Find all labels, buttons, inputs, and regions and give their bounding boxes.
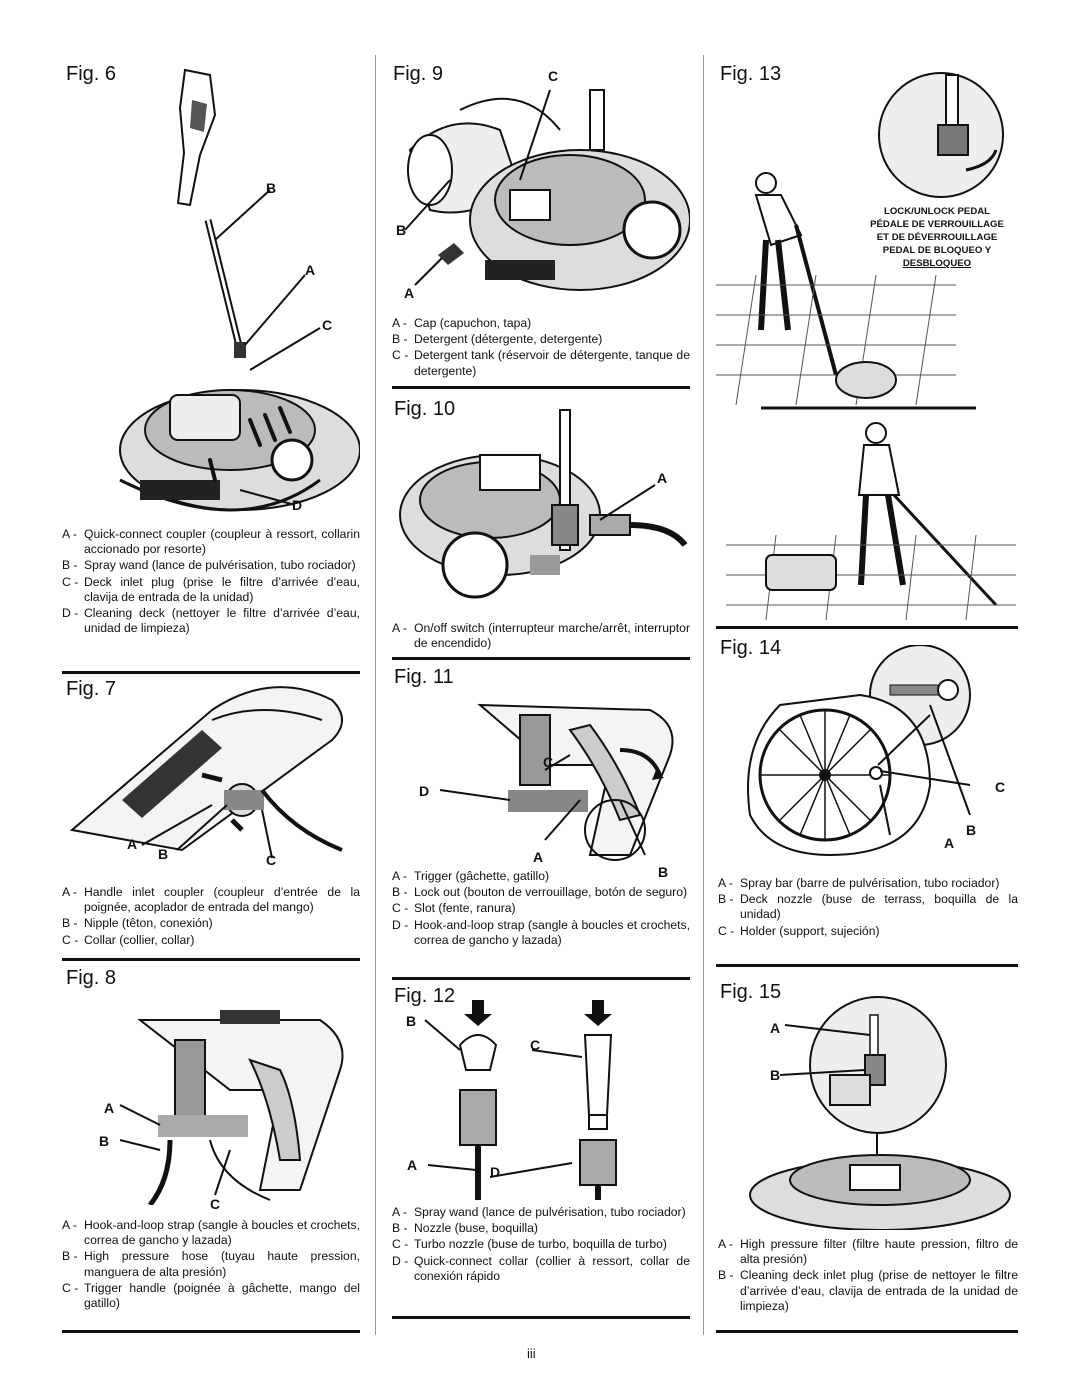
label-b: B xyxy=(266,180,277,196)
fig8-trigger-handle-illustration xyxy=(119,1010,344,1205)
label-d: D xyxy=(292,497,303,513)
fig13-pedal-and-user-illustration xyxy=(716,72,1016,621)
fig9-detergent-tank-illustration xyxy=(404,89,690,291)
legend-item: B -Detergent (détergente, detergente) xyxy=(392,332,603,347)
section-rule xyxy=(62,958,360,961)
section-rule xyxy=(392,1316,690,1319)
label-b: B xyxy=(99,1133,110,1149)
label-c: C xyxy=(266,852,277,868)
legend-item: A -Spray wand (lance de pulvérisation, t… xyxy=(392,1205,686,1219)
column-divider xyxy=(703,55,704,1335)
label-a: A xyxy=(305,262,316,278)
legend-item: D -Hook-and-loop strap (sangle à boucles… xyxy=(392,917,690,947)
section-rule xyxy=(716,964,1018,967)
legend-item: B -Cleaning deck inlet plug (prise de ne… xyxy=(718,1268,1018,1313)
legend-item: B -Nipple (têton, conexión) xyxy=(62,916,213,931)
label-c: C xyxy=(322,317,333,333)
legend-item: C -Collar (collier, collar) xyxy=(62,932,195,947)
fig8-legend: A -Hook-and-loop strap (sangle à boucles… xyxy=(62,1218,360,1312)
label-a: A xyxy=(657,470,668,486)
section-rule xyxy=(62,1330,360,1333)
legend-item: D -Quick-connect collar (collier à resso… xyxy=(392,1253,690,1283)
label-a: A xyxy=(407,1157,418,1173)
fig15-legend: A -High pressure filter (filtre haute pr… xyxy=(718,1237,1018,1315)
legend-item: B -Spray wand (lance de pulvérisation, t… xyxy=(62,558,356,573)
fig7-legend: A -Handle inlet coupler (coupleur d’entr… xyxy=(62,885,360,949)
fig11-trigger-lockout-illustration xyxy=(439,703,674,861)
legend-item: C -Holder (support, sujeción) xyxy=(718,923,880,938)
section-rule xyxy=(716,626,1018,629)
label-a: A xyxy=(127,836,138,852)
section-rule xyxy=(62,671,360,674)
fig12-nozzles-illustration xyxy=(424,1000,617,1200)
fig12-legend: A -Spray wand (lance de pulvérisation, t… xyxy=(392,1205,690,1285)
legend-item: B -Lock out (bouton de verrouillage, bot… xyxy=(392,885,688,900)
fig7-handle-coupler-illustration xyxy=(69,686,343,859)
lock-unlock-pedal-callout: LOCK/UNLOCK PEDAL PÉDALE DE VERROUILLAGE… xyxy=(870,206,1004,269)
label-d: D xyxy=(419,783,430,799)
legend-item: B -Deck nozzle (buse de terrass, boquill… xyxy=(718,892,1018,922)
figure-title: Fig. 13 xyxy=(720,63,782,85)
figure-title: Fig. 10 xyxy=(394,398,456,420)
legend-item: C -Detergent tank (réservoir de détergen… xyxy=(392,348,690,378)
figure-title: Fig. 15 xyxy=(720,981,782,1003)
column-divider xyxy=(375,55,376,1335)
label-a: A xyxy=(533,849,544,865)
legend-item: A -Handle inlet coupler (coupleur d’entr… xyxy=(62,885,360,915)
figure-title: Fig. 14 xyxy=(720,637,782,659)
section-rule xyxy=(392,657,690,660)
label-b: B xyxy=(396,222,407,238)
figure-title: Fig. 8 xyxy=(66,967,117,989)
legend-item: B -High pressure hose (tuyau haute press… xyxy=(62,1249,360,1279)
figure-title: Fig. 9 xyxy=(393,63,444,85)
label-a: A xyxy=(104,1100,115,1116)
section-rule xyxy=(716,1330,1018,1333)
figure-title: Fig. 11 xyxy=(394,666,454,688)
legend-item: D -Cleaning deck (nettoyer le filtre d’a… xyxy=(62,606,360,636)
fig6-pressure-washer-illustration xyxy=(119,68,360,512)
fig10-legend: A -On/off switch (interrupteur marche/ar… xyxy=(392,621,690,652)
label-c: C xyxy=(210,1196,221,1212)
label-c: C xyxy=(548,68,559,84)
legend-item: A -On/off switch (interrupteur marche/ar… xyxy=(392,621,690,651)
label-b: B xyxy=(158,846,169,862)
legend-item: C -Slot (fente, ranura) xyxy=(392,901,516,916)
legend-item: A -Hook-and-loop strap (sangle à boucles… xyxy=(62,1218,360,1248)
fig15-filter-illustration xyxy=(749,996,1011,1230)
section-rule xyxy=(392,977,690,980)
label-a: A xyxy=(944,835,955,851)
figure-title: Fig. 6 xyxy=(66,63,117,85)
label-a: A xyxy=(404,285,415,301)
fig11-legend: A -Trigger (gâchette, gatillo) B -Lock o… xyxy=(392,869,690,949)
label-b: B xyxy=(770,1067,781,1083)
legend-item: C -Trigger handle (poignée à gâchette, m… xyxy=(62,1280,360,1311)
label-b: B xyxy=(658,864,669,880)
legend-item: A -Trigger (gâchette, gatillo) xyxy=(392,869,550,883)
label-b: B xyxy=(406,1013,417,1029)
legend-item: C -Turbo nozzle (buse de turbo, boquilla… xyxy=(392,1237,667,1252)
label-c: C xyxy=(995,779,1006,795)
label-a: A xyxy=(770,1020,781,1036)
fig10-switch-illustration xyxy=(399,409,688,599)
legend-item: C -Deck inlet plug (prise le filtre d’ar… xyxy=(62,574,360,604)
legend-item: A -Quick-connect coupler (coupleur à res… xyxy=(62,527,360,557)
label-d: D xyxy=(490,1164,501,1180)
label-b: B xyxy=(966,822,977,838)
label-c: C xyxy=(543,754,554,770)
legend-item: A -High pressure filter (filtre haute pr… xyxy=(718,1237,1018,1267)
legend-item: B -Nozzle (buse, boquilla) xyxy=(392,1221,538,1236)
fig14-spray-bar-illustration xyxy=(747,645,971,857)
fig14-legend: A -Spray bar (barre de pulvérisation, tu… xyxy=(718,876,1018,940)
legend-item: A -Spray bar (barre de pulvérisation, tu… xyxy=(718,876,1000,890)
fig6-legend: A -Quick-connect coupler (coupleur à res… xyxy=(62,527,360,637)
fig9-legend: A -Cap (capuchon, tapa) B -Detergent (dé… xyxy=(392,316,690,380)
page-number: iii xyxy=(527,1346,536,1361)
legend-item: A -Cap (capuchon, tapa) xyxy=(392,316,532,330)
figure-title: Fig. 7 xyxy=(66,678,117,700)
figure-title: Fig. 12 xyxy=(394,985,456,1007)
section-rule xyxy=(392,386,690,389)
label-c: C xyxy=(530,1037,541,1053)
